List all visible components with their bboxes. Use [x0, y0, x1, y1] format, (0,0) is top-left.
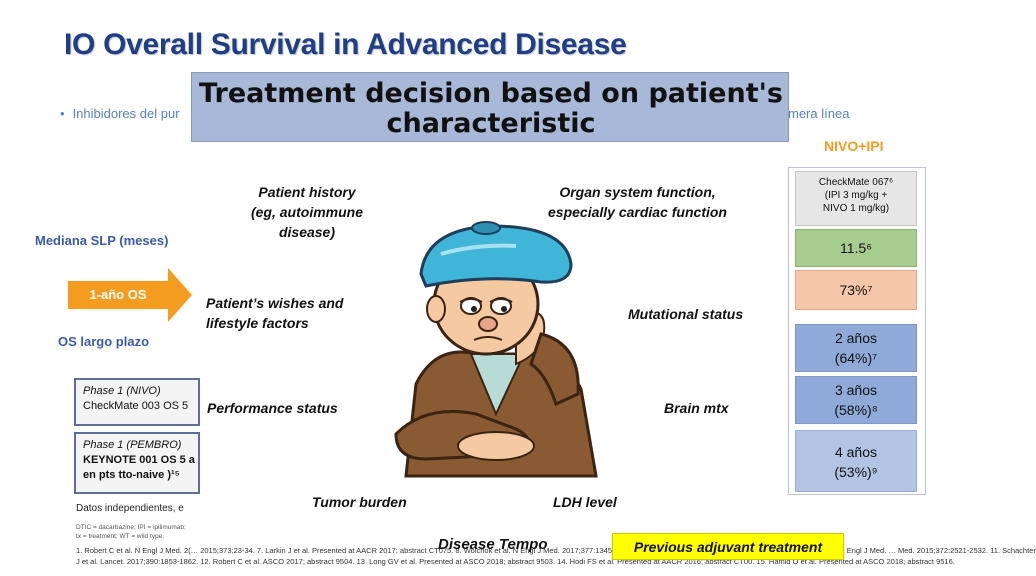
- phase2-line2: en pts tto-naive )¹⁵: [83, 469, 180, 481]
- sick-patient-illustration: [394, 221, 598, 478]
- factor-patient-wishes: Patient’s wishes and lifestyle factors: [206, 293, 343, 333]
- factor-brain-mtx: Brain mtx: [664, 400, 729, 416]
- factor-wishes-line1: Patient’s wishes and: [206, 295, 344, 311]
- four-year-os-value: 4 años (53%)⁹: [795, 430, 917, 492]
- four-year-percent: (53%)⁹: [834, 464, 878, 480]
- factor-history-line1: Patient history: [258, 184, 356, 200]
- bullet-text-end: mera línea: [788, 106, 850, 121]
- factor-ldh-level: LDH level: [553, 494, 617, 510]
- banner-title-line2: characteristic: [386, 108, 596, 139]
- three-year-percent: (58%)⁸: [834, 402, 878, 418]
- factor-wishes-line2: lifestyle factors: [206, 315, 309, 331]
- bullet-dot: •: [60, 106, 65, 121]
- banner-title-line1: Treatment decision based on patient's: [199, 78, 783, 109]
- phase1-pembro-box: Phase 1 (PEMBRO) KEYNOTE 001 OS 5 a en p…: [74, 432, 200, 494]
- abbr-line2: tx = treatment; WT = wild type.: [76, 533, 165, 540]
- arrow-body: [68, 281, 168, 309]
- factor-history-line2: (eg, autoimmune disease): [250, 204, 363, 240]
- references: 1. Robert C et al. N Engl J Med. 2(… 201…: [76, 545, 1036, 567]
- study-line3: NIVO 1 mg/kg): [822, 203, 890, 214]
- abbr-line1: DTIC = dacarbazine; IPI = ipilimumab;: [76, 524, 186, 531]
- factor-patient-history: Patient history (eg, autoimmune disease): [232, 182, 382, 242]
- abbreviations-note: DTIC = dacarbazine; IPI = ipilimumab; tx…: [76, 523, 186, 541]
- checkmate-067-box: CheckMate 067⁶ (IPI 3 mg/kg + NIVO 1 mg/…: [795, 171, 917, 226]
- phase1-nivo-box: Phase 1 (NIVO) CheckMate 003 OS 5: [74, 378, 200, 426]
- factor-performance-status: Performance status: [207, 400, 338, 416]
- median-slp-value: 11.5⁶: [795, 229, 917, 267]
- three-year-os-value: 3 años (58%)⁸: [795, 376, 917, 424]
- nivo-ipi-header: NIVO+IPI: [824, 138, 884, 154]
- datos-note: Datos independientes, e: [76, 503, 184, 514]
- phase1-line: CheckMate 003 OS 5: [83, 400, 189, 412]
- factor-mutational-status: Mutational status: [628, 306, 744, 322]
- arrow-head-icon: [168, 268, 192, 322]
- bullet-text-start: Inhibidores del pur: [72, 106, 180, 121]
- two-year-label: 2 años: [834, 330, 878, 346]
- one-year-os-label: 1-año OS: [89, 287, 147, 302]
- factor-organ-line1: Organ system function,: [559, 184, 716, 200]
- banner-title: Treatment decision based on patient's ch…: [192, 79, 790, 139]
- factor-tumor-burden: Tumor burden: [312, 494, 407, 510]
- os-largo-plazo-label: OS largo plazo: [58, 334, 150, 349]
- three-year-label: 3 años: [834, 382, 878, 398]
- slide-title: IO Overall Survival in Advanced Disease: [64, 28, 627, 61]
- study-line1: CheckMate 067⁶: [818, 177, 894, 188]
- factor-disease-tempo: Disease Tempo: [438, 536, 548, 553]
- two-year-os-value: 2 años (64%)⁷: [795, 324, 917, 372]
- previous-adjuvant-highlight: Previous adjuvant treatment: [612, 533, 844, 560]
- factor-organ-function: Organ system function, especially cardia…: [530, 182, 745, 222]
- phase2-title: Phase 1 (PEMBRO): [83, 439, 182, 451]
- study-line2: (IPI 3 mg/kg +: [824, 190, 888, 201]
- one-year-os-arrow: 1-año OS: [68, 268, 192, 322]
- treatment-decision-banner: Treatment decision based on patient's ch…: [191, 72, 789, 142]
- bullet-text: • Inhibidores del pur: [60, 106, 180, 121]
- mediana-slp-label: Mediana SLP (meses): [35, 233, 169, 248]
- references-line1: 1. Robert C et al. N Engl J Med. 2(… 201…: [76, 546, 1036, 555]
- factor-organ-line2: especially cardiac function: [548, 204, 727, 220]
- two-year-percent: (64%)⁷: [834, 350, 878, 366]
- one-year-os-value: 73%⁷: [795, 270, 917, 310]
- phase2-line1: KEYNOTE 001 OS 5 a: [83, 454, 195, 466]
- phase1-title: Phase 1 (NIVO): [83, 385, 161, 397]
- references-line2: J et al. Lancet. 2017;390:1853-1862. 12.…: [76, 557, 955, 566]
- four-year-label: 4 años: [834, 444, 878, 460]
